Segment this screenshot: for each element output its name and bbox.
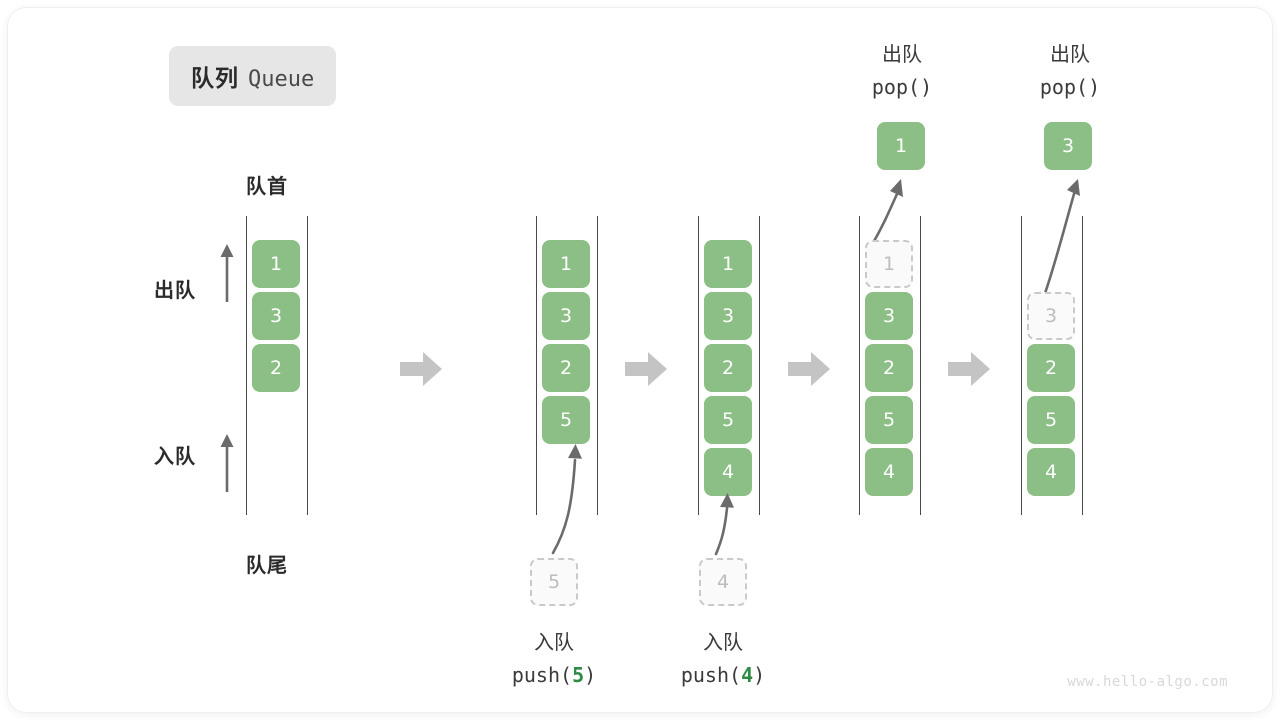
queue-cell: 5 (865, 396, 913, 444)
queue-cell: 2 (542, 344, 590, 392)
queue-cell: 1 (542, 240, 590, 288)
queue-cell: 2 (865, 344, 913, 392)
enqueue-arrow-icon (220, 434, 234, 492)
queue-rail-left (536, 216, 537, 515)
step-arrow-icon (400, 352, 442, 386)
pop-3-caption: 出队 pop() (976, 38, 1164, 104)
pop-1-caption: 出队 pop() (808, 38, 996, 104)
queue-cell: 3 (252, 292, 300, 340)
step-arrow-icon (788, 352, 830, 386)
queue-rail-left (698, 216, 699, 515)
queue-rail-right (307, 216, 308, 515)
diagram-card: 队列 Queue 队首 队尾 出队 入队 1 3 2 1 3 2 (8, 8, 1272, 712)
pop-3-caption-code: pop() (1039, 75, 1101, 99)
push-4-caption-code: push(4) (680, 663, 766, 687)
queue-rail-left (859, 216, 860, 515)
queue-cell: 4 (704, 448, 752, 496)
push-5-caption-code: push(5) (511, 663, 597, 687)
watermark: www.hello-algo.com (1067, 674, 1228, 690)
queue-cell: 1 (704, 240, 752, 288)
push-4-caption-cn: 入队 (703, 630, 743, 654)
pop-3-caption-cn: 出队 (1050, 42, 1090, 66)
queue-tail-label-wrap: 队尾 (246, 549, 288, 578)
queue-cell: 3 (865, 292, 913, 340)
push-4-caption: 入队 push(4) (629, 626, 817, 692)
pop-1-caption-cn: 出队 (882, 42, 922, 66)
step-arrow-icon (948, 352, 990, 386)
dequeue-arrow-icon (220, 244, 234, 302)
push-5-ghost-cell: 5 (530, 558, 578, 606)
pop-1-caption-code: pop() (871, 75, 933, 99)
title-en: Queue (248, 67, 315, 92)
push-5-caption-cn: 入队 (534, 630, 574, 654)
pop-3-popped-cell: 3 (1044, 122, 1092, 170)
queue-cell: 2 (1027, 344, 1075, 392)
queue-rail-right (597, 216, 598, 515)
push-5-arrow-icon (551, 444, 582, 555)
queue-head-label: 队首 (246, 174, 288, 198)
queue-cell: 3 (542, 292, 590, 340)
step-arrow-icon (625, 352, 667, 386)
queue-rail-right (920, 216, 921, 515)
dequeue-label-wrap: 出队 (154, 274, 196, 303)
enqueue-label-wrap: 入队 (154, 440, 196, 469)
pop-1-popped-cell: 1 (877, 122, 925, 170)
diagram-title-badge: 队列 Queue (169, 46, 337, 106)
push-5-caption: 入队 push(5) (460, 626, 648, 692)
enqueue-label: 入队 (154, 444, 196, 468)
queue-rail-left (246, 216, 247, 515)
queue-cell: 2 (704, 344, 752, 392)
queue-cell-ghost: 1 (865, 240, 913, 288)
dequeue-label: 出队 (154, 278, 196, 302)
queue-rail-right (1082, 216, 1083, 515)
push-4-ghost-cell: 4 (699, 558, 747, 606)
queue-cell: 1 (252, 240, 300, 288)
queue-rail-right (759, 216, 760, 515)
queue-tail-label: 队尾 (246, 553, 288, 577)
push-4-arrow-icon (714, 493, 734, 556)
pop-3-arrow-icon (1040, 179, 1080, 304)
queue-cell: 4 (1027, 448, 1075, 496)
queue-cell: 5 (704, 396, 752, 444)
title-cn: 队列 (191, 66, 239, 92)
queue-cell: 2 (252, 344, 300, 392)
queue-head-label-wrap: 队首 (246, 170, 288, 199)
queue-cell: 4 (865, 448, 913, 496)
queue-cell-ghost: 3 (1027, 292, 1075, 340)
queue-cell: 3 (704, 292, 752, 340)
queue-cell: 5 (1027, 396, 1075, 444)
queue-rail-left (1021, 216, 1022, 515)
queue-cell: 5 (542, 396, 590, 444)
